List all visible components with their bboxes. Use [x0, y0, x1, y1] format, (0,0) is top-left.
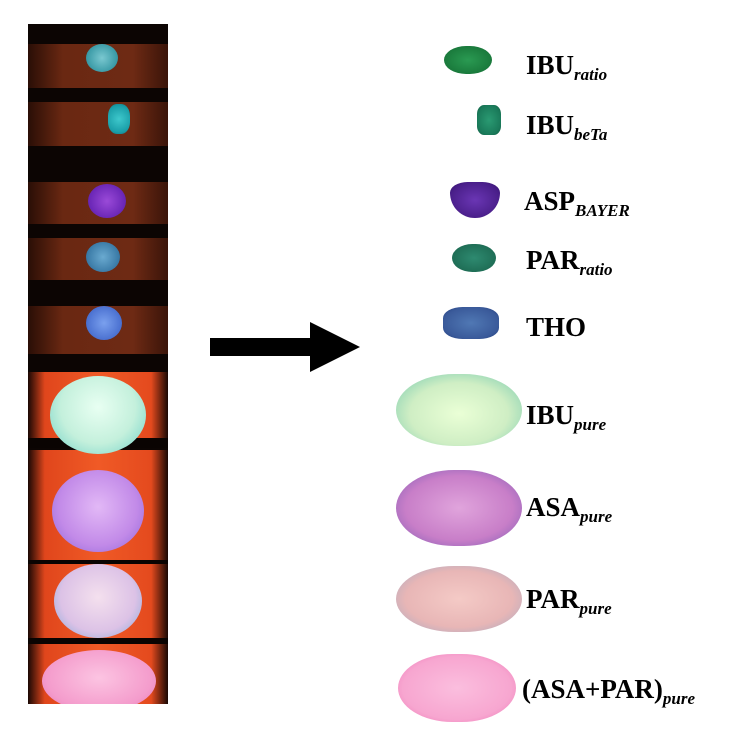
right-arrow-icon: [210, 322, 360, 372]
scan-separator: [28, 638, 168, 644]
legend-spot-ibu-beta: [477, 105, 501, 135]
legend-spot-ibu-pure: [396, 374, 522, 446]
scan-separator: [28, 560, 168, 564]
scan-spot-par-pure: [54, 564, 142, 638]
scan-spot-asp-bayer: [88, 184, 126, 218]
scan-spot-par-ratio: [86, 242, 120, 272]
scan-spot-asa-pure: [52, 470, 144, 552]
legend-label-par-pure: PARpure: [526, 584, 612, 618]
legend-spot-asa-par-pure: [398, 654, 516, 722]
legend-label-asa-par-pure: (ASA+PAR)pure: [522, 674, 695, 708]
legend-label-asp-bayer: ASPBAYER: [524, 186, 630, 220]
legend-label-ibu-pure: IBUpure: [526, 400, 607, 434]
legend-label-asa-pure: ASApure: [526, 492, 613, 526]
legend-spot-asp-bayer: [450, 182, 500, 218]
scan-spot-ibu-beta: [108, 104, 130, 134]
scan-spot-asa-par-pure: [42, 650, 156, 704]
legend-label-par-ratio: PARratio: [526, 245, 613, 279]
scan-spot-ibu-pure: [50, 376, 146, 454]
legend-label-ibu-beta: IBUbeTa: [526, 110, 608, 144]
raw-scan-strip: [28, 24, 168, 704]
legend-spot-par-ratio: [452, 244, 496, 272]
scan-band-2: [28, 102, 168, 146]
scan-spot-ibu-ratio: [86, 44, 118, 72]
scan-spot-tho: [86, 306, 122, 340]
legend-spot-tho: [443, 307, 499, 339]
legend-spot-asa-pure: [396, 470, 522, 546]
legend-spot-par-pure: [396, 566, 522, 632]
legend-label-tho: THO: [526, 312, 587, 342]
legend-spot-ibu-ratio: [444, 46, 492, 74]
legend-label-ibu-ratio: IBUratio: [526, 50, 608, 84]
